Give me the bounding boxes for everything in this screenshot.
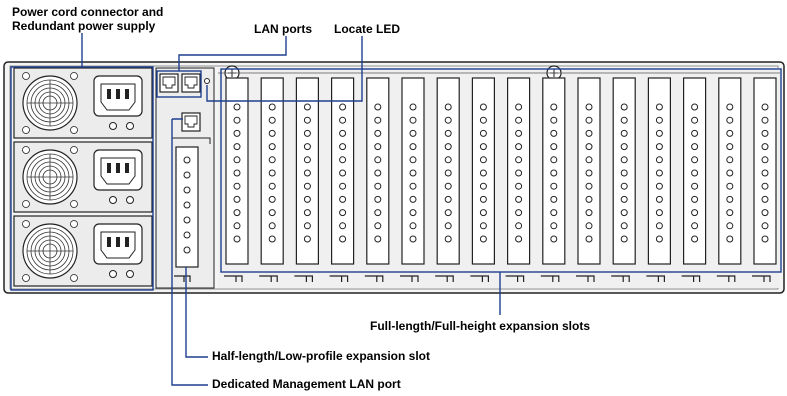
mgmt-lan-callout-line [171, 118, 208, 386]
full-height-slot [752, 77, 777, 282]
full-height-slot [364, 77, 390, 282]
label-locate-led: Locate LED [334, 22, 401, 36]
mgmt-lan-port-icon [181, 112, 201, 132]
full-height-slot [400, 77, 425, 282]
half-slot-callout-line [185, 267, 208, 358]
locate-led-icon [204, 78, 210, 84]
power-supply-unit [13, 215, 153, 287]
lan-port-icon [181, 73, 201, 93]
full-height-slot [716, 77, 742, 282]
lan-callout-line [178, 36, 287, 71]
full-height-slot [224, 77, 249, 282]
lan-port-icon [159, 73, 179, 93]
full-height-slot [470, 77, 495, 282]
full-height-slot [435, 77, 460, 282]
power-supply-group [13, 67, 153, 287]
full-height-slot [505, 77, 531, 282]
full-height-slot [681, 77, 707, 282]
full-height-slot [540, 77, 566, 282]
power-supply-unit [13, 67, 153, 139]
power-supply-unit [13, 141, 153, 213]
expansion-slots [218, 65, 780, 288]
full-height-slot [646, 77, 672, 282]
label-full-length-slots: Full-length/Full-height expansion slots [370, 319, 590, 333]
label-mgmt-lan-port: Dedicated Management LAN port [212, 377, 401, 391]
label-power-supply-line1: Power cord connector and [12, 5, 164, 19]
label-power-supply-line2: Redundant power supply [12, 19, 156, 33]
slots-callout-box [220, 68, 782, 273]
full-height-slot [611, 77, 636, 282]
full-height-slot [259, 77, 284, 282]
full-height-slot [329, 77, 355, 282]
full-height-slot [576, 77, 601, 282]
label-lan-ports: LAN ports [254, 22, 312, 36]
io-module [155, 67, 215, 289]
low-profile-slot [174, 146, 199, 282]
full-height-slot [294, 77, 319, 282]
callout-lines [10, 33, 782, 386]
label-half-length-slot: Half-length/Low-profile expansion slot [212, 349, 431, 363]
